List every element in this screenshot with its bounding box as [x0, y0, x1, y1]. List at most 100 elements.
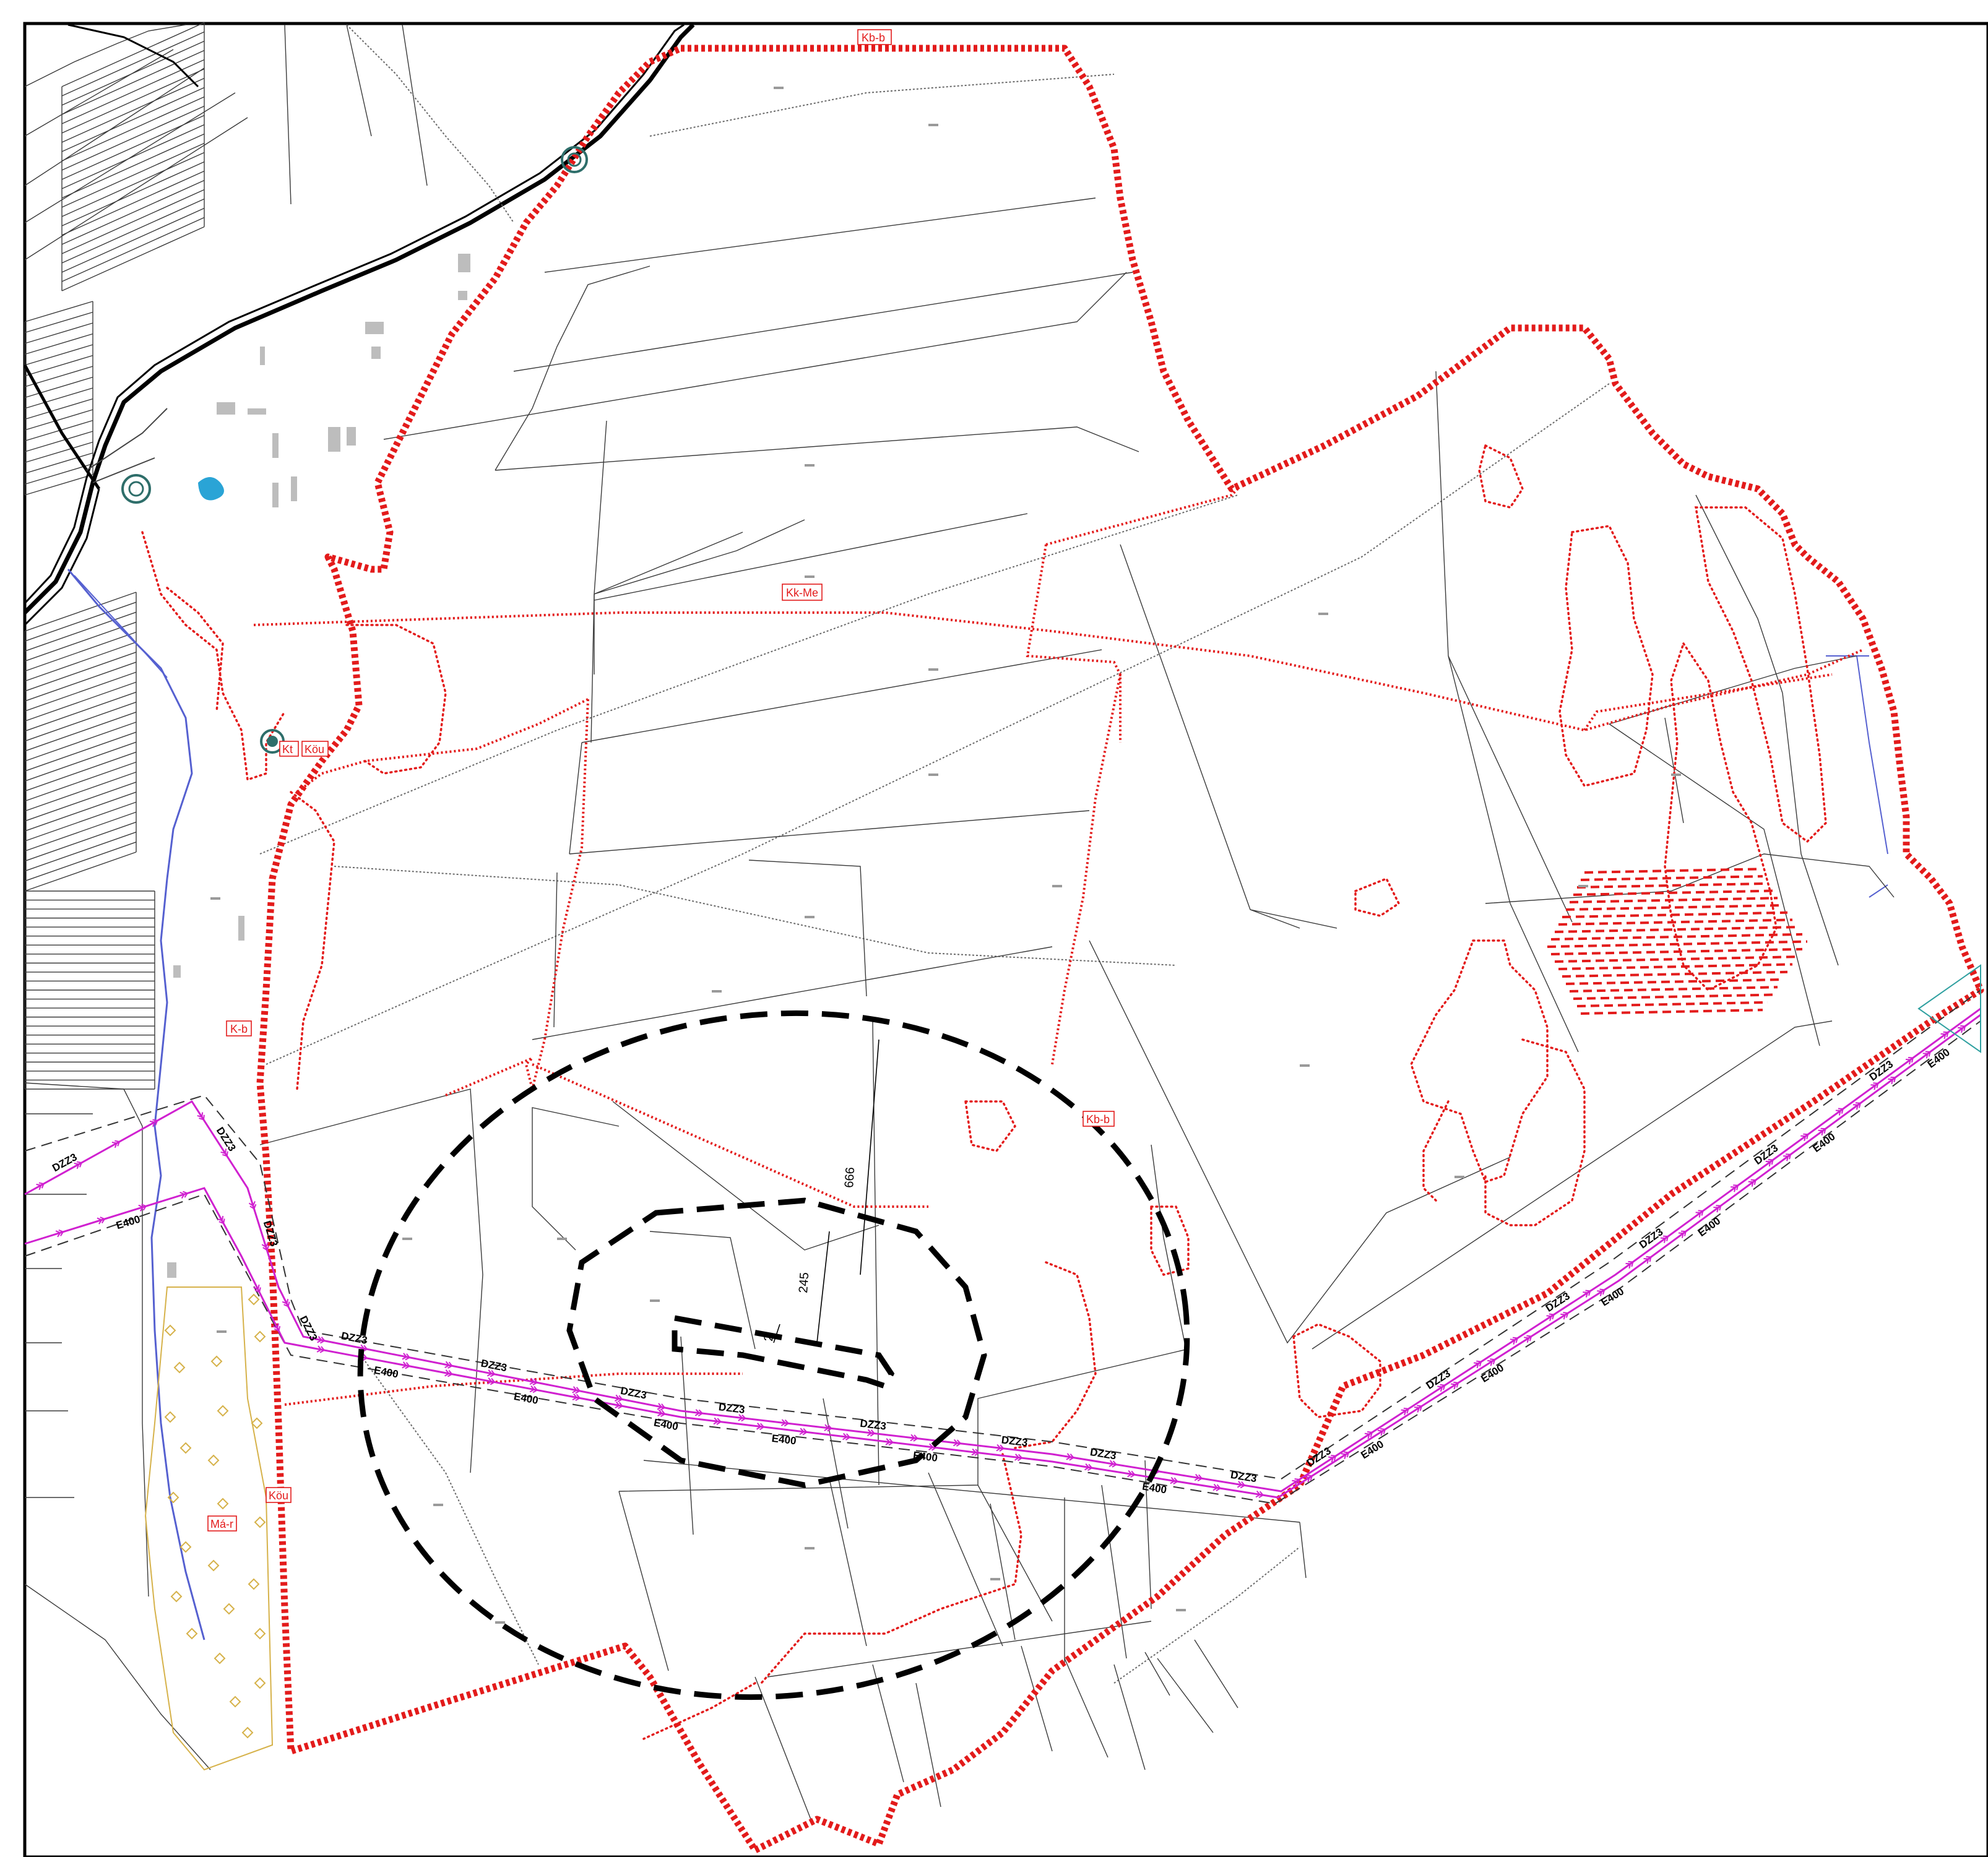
gas-flow-arrow-icon — [1255, 1490, 1264, 1499]
gas-flow-arrow-icon — [1713, 1205, 1722, 1213]
gas-flow-arrow-icon — [842, 1433, 851, 1441]
gas-flow-arrow-icon — [1237, 1481, 1246, 1489]
dim-2: 2 — [762, 1334, 776, 1342]
gas-flow-arrow-icon — [1560, 1312, 1569, 1320]
gas-flow-arrow-icon — [1625, 1260, 1634, 1269]
parcel-number — [1671, 773, 1681, 776]
map-frame — [23, 22, 1988, 1857]
pipeline-label-dzz3: DZZ3 — [718, 1401, 745, 1416]
gas-flow-arrow-icon — [282, 1298, 290, 1308]
gas-flow-arrow-icon — [1066, 1453, 1075, 1461]
gas-flow-arrow-icon — [910, 1434, 918, 1442]
svg-text:Köu: Köu — [269, 1489, 288, 1502]
gas-flow-arrow-icon — [317, 1336, 326, 1344]
gas-flow-arrow-icon — [1474, 1360, 1482, 1369]
gas-flow-arrow-icon — [1437, 1384, 1446, 1392]
gas-flow-arrow-icon — [1660, 1235, 1669, 1243]
vineyard-diamond-icon — [254, 1330, 266, 1343]
gas-flow-arrow-icon — [1922, 1051, 1931, 1059]
svg-text:Má-r: Má-r — [210, 1518, 233, 1530]
gas-flow-arrow-icon — [867, 1429, 876, 1437]
dim-245: 245 — [797, 1272, 811, 1294]
gas-flow-arrow-icon — [529, 1377, 538, 1385]
parcel-number — [1300, 1064, 1310, 1067]
parcel-number — [1318, 613, 1328, 615]
gas-flow-arrow-icon — [1212, 1483, 1222, 1492]
gas-flow-arrow-icon — [55, 1229, 64, 1238]
zone-label-kbb-top: Kb-b — [857, 29, 892, 45]
vineyard-diamond-icon — [170, 1590, 183, 1603]
zone-label-kou-lower: Köu — [266, 1487, 292, 1503]
gas-flow-arrow-icon — [1328, 1454, 1337, 1463]
gas-flow-arrow-icon — [1401, 1407, 1409, 1416]
gas-flow-arrow-icon — [1783, 1153, 1792, 1161]
gas-flow-arrow-icon — [1524, 1335, 1532, 1343]
protected-areas — [141, 444, 1827, 1740]
gas-flow-arrow-icon — [253, 1284, 261, 1293]
gas-flow-arrow-icon — [1304, 1475, 1313, 1483]
parcel-number — [217, 1330, 227, 1333]
gas-flow-arrow-icon — [824, 1424, 832, 1432]
gas-flow-arrow-icon — [1597, 1288, 1606, 1296]
parcel-number — [805, 1547, 815, 1549]
gas-flow-arrow-icon — [402, 1361, 411, 1369]
vineyard-diamond-icon — [251, 1417, 263, 1429]
gas-flow-arrow-icon — [1377, 1428, 1386, 1436]
pipeline-label-e400: E400 — [912, 1449, 938, 1464]
well-icon — [561, 146, 588, 173]
gas-flow-arrow-icon — [1127, 1470, 1136, 1478]
vineyard-diamond-icon — [248, 1578, 260, 1590]
gas-flow-arrow-icon — [1583, 1290, 1591, 1298]
vineyard-diamond-icon — [229, 1695, 241, 1708]
gas-flow-arrow-icon — [572, 1386, 581, 1394]
gas-flow-arrow-icon — [179, 1191, 189, 1199]
gas-flow-arrow-icon — [780, 1419, 790, 1427]
gas-flow-arrow-icon — [444, 1369, 453, 1377]
gas-flow-arrow-icon — [1487, 1358, 1496, 1366]
gas-flow-arrow-icon — [694, 1409, 704, 1417]
well-icon — [121, 474, 151, 504]
zone-label-kbb-mid: Kb-b — [1083, 1111, 1115, 1127]
pipeline-label-e400: E400 — [771, 1433, 797, 1447]
svg-text:Kb-b: Kb-b — [862, 32, 885, 44]
gas-flow-arrow-icon — [572, 1393, 581, 1402]
parcel-number — [1052, 885, 1062, 887]
gas-flow-arrow-icon — [1364, 1431, 1373, 1439]
vineyard-diamond-icon — [254, 1677, 266, 1689]
gas-flow-arrow-icon — [1905, 1057, 1914, 1065]
parcel-number — [433, 1504, 443, 1506]
gas-flow-arrow-icon — [1341, 1451, 1350, 1459]
gas-flow-arrow-icon — [1835, 1108, 1844, 1116]
field-parcels — [259, 197, 1895, 1820]
gas-flow-arrow-icon — [1170, 1476, 1179, 1485]
parcel-number — [928, 773, 938, 776]
gas-flow-arrow-icon — [217, 1215, 225, 1225]
zone-label-kt: Kt — [279, 741, 299, 757]
gas-flow-arrow-icon — [1292, 1478, 1300, 1486]
gas-flow-arrow-icon — [316, 1345, 326, 1353]
zone-label-mar: Má-r — [207, 1515, 237, 1532]
gas-flow-arrow-icon — [799, 1428, 808, 1436]
parcel-number — [1454, 1176, 1464, 1178]
gas-flow-arrow-icon — [1109, 1460, 1118, 1468]
gas-flow-arrow-icon — [1940, 1031, 1949, 1040]
vineyard-diamond-icon — [173, 1361, 186, 1374]
gas-flow-arrow-icon — [1194, 1473, 1203, 1482]
project-boundary — [256, 45, 1984, 1854]
gas-flow-arrow-icon — [261, 1242, 270, 1251]
vineyard-diamond-icon — [207, 1559, 220, 1572]
parcel-number — [928, 124, 938, 126]
parcel-number — [1578, 885, 1588, 887]
svg-text:Kb-b: Kb-b — [1086, 1113, 1110, 1126]
vineyard-diamond-icon — [248, 1293, 260, 1306]
parcel-number — [774, 87, 784, 89]
vineyard-diamond-icon — [164, 1324, 176, 1337]
parcel-number — [805, 916, 815, 918]
vineyard-diamond-icon — [217, 1405, 229, 1417]
buffer-zones — [357, 1010, 1190, 1700]
gas-flow-arrow-icon — [996, 1444, 1005, 1452]
gas-flow-arrow-icon — [1800, 1133, 1809, 1142]
parcel-number — [1176, 1609, 1186, 1611]
parcel-number — [210, 897, 220, 900]
